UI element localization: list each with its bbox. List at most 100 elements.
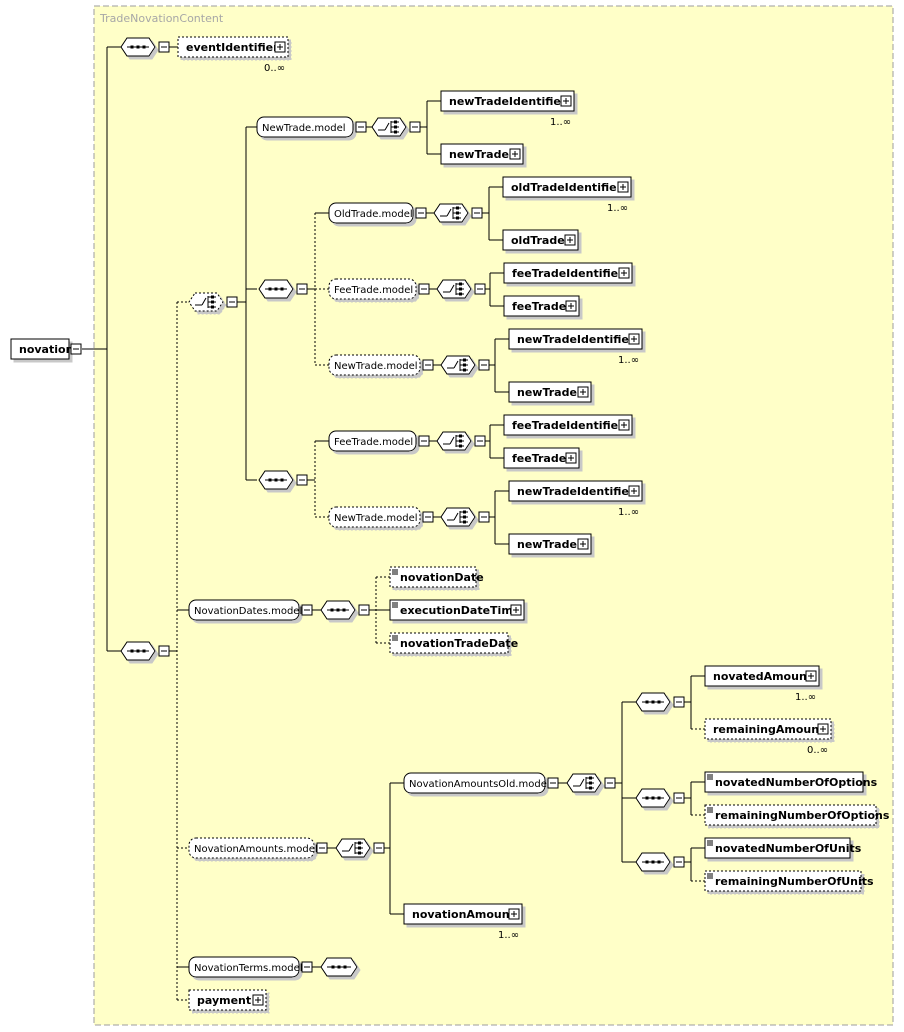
choice-icon[interactable] <box>436 279 472 299</box>
choice-icon[interactable] <box>440 507 476 527</box>
element-novatedNumberOfOptions[interactable]: novatedNumberOfOptions <box>704 771 878 793</box>
choice-icon[interactable] <box>371 117 407 137</box>
sequence-collapse-icon[interactable] <box>358 604 370 616</box>
novationAmount-expand-icon[interactable] <box>508 908 520 920</box>
NewTrade-collapse-icon[interactable] <box>422 511 434 523</box>
element-executionDateTime[interactable]: executionDateTime <box>389 599 525 621</box>
choice-collapse-icon[interactable] <box>478 511 490 523</box>
choice-collapse-icon[interactable] <box>471 207 483 219</box>
element-newTrade[interactable]: newTrade <box>508 381 592 403</box>
sequence-icon[interactable] <box>635 788 671 808</box>
sequence-icon[interactable] <box>320 600 356 620</box>
choice-icon[interactable] <box>440 355 476 375</box>
group-NewTrade[interactable]: NewTrade.model <box>328 354 421 376</box>
FeeTrade-collapse-icon[interactable] <box>418 435 430 447</box>
newTradeIdentifier-expand-icon[interactable] <box>628 485 640 497</box>
element-novationTradeDate[interactable]: novationTradeDate <box>389 632 518 654</box>
element-remainingNumberOfUnits[interactable]: remainingNumberOfUnits <box>704 870 874 892</box>
feeTradeIdentifier-expand-icon[interactable] <box>618 267 630 279</box>
group-NewTrade[interactable]: NewTrade.model <box>256 116 354 138</box>
group-NovationDates[interactable]: NovationDates.model <box>188 599 302 621</box>
sequence-collapse-icon[interactable] <box>296 283 308 295</box>
sequence-icon[interactable] <box>120 641 156 661</box>
element-payment[interactable]: payment <box>188 989 267 1011</box>
executionDateTime-expand-icon[interactable] <box>510 604 522 616</box>
newTrade-expand-icon[interactable] <box>509 148 521 160</box>
sequence-collapse-icon[interactable] <box>158 41 170 53</box>
NovationDates-collapse-icon[interactable] <box>301 604 313 616</box>
sequence-icon[interactable] <box>120 37 156 57</box>
sequence-icon[interactable] <box>635 852 671 872</box>
element-oldTrade[interactable]: oldTrade <box>502 229 579 251</box>
NovationTerms-collapse-icon[interactable] <box>301 961 313 973</box>
NovationAmounts-collapse-icon[interactable] <box>316 842 328 854</box>
group-label: OldTrade.model <box>334 209 413 220</box>
oldTrade-expand-icon[interactable] <box>564 234 576 246</box>
group-OldTrade[interactable]: OldTrade.model <box>328 202 414 224</box>
element-feeTradeIdentifier[interactable]: feeTradeIdentifier <box>503 262 633 284</box>
element-novatedNumberOfUnits[interactable]: novatedNumberOfUnits <box>704 837 862 859</box>
newTrade-expand-icon[interactable] <box>577 538 589 550</box>
sequence-icon[interactable] <box>320 957 358 977</box>
choice-icon[interactable] <box>188 292 224 312</box>
feeTradeIdentifier-expand-icon[interactable] <box>618 419 630 431</box>
newTradeIdentifier-expand-icon[interactable] <box>628 333 640 345</box>
NewTrade-collapse-icon[interactable] <box>355 121 367 133</box>
novatedAmount-expand-icon[interactable] <box>805 670 817 682</box>
sequence-icon[interactable] <box>635 692 671 712</box>
sequence-collapse-icon[interactable] <box>296 474 308 486</box>
group-NovationAmountsOld[interactable]: NovationAmountsOld.model <box>403 772 550 794</box>
group-NovationAmounts[interactable]: NovationAmounts.model <box>188 837 318 859</box>
element-newTrade[interactable]: newTrade <box>508 533 592 555</box>
payment-expand-icon[interactable] <box>252 994 264 1006</box>
choice-collapse-icon[interactable] <box>226 296 238 308</box>
choice-collapse-icon[interactable] <box>474 435 486 447</box>
sequence-collapse-icon[interactable] <box>673 792 685 804</box>
sequence-icon[interactable] <box>258 470 294 490</box>
element-feeTradeIdentifier[interactable]: feeTradeIdentifier <box>503 414 633 436</box>
choice-collapse-icon[interactable] <box>604 777 616 789</box>
feeTrade-expand-icon[interactable] <box>565 300 577 312</box>
choice-icon[interactable] <box>335 838 371 858</box>
element-feeTrade[interactable]: feeTrade <box>503 447 580 469</box>
remainingAmount-expand-icon[interactable] <box>817 723 829 735</box>
choice-collapse-icon[interactable] <box>478 359 490 371</box>
novation-collapse-icon[interactable] <box>70 343 82 355</box>
group-FeeTrade[interactable]: FeeTrade.model <box>328 278 417 300</box>
group-NewTrade[interactable]: NewTrade.model <box>328 506 421 528</box>
oldTradeIdentifier-expand-icon[interactable] <box>617 181 629 193</box>
NewTrade-collapse-icon[interactable] <box>422 359 434 371</box>
FeeTrade-collapse-icon[interactable] <box>418 283 430 295</box>
feeTrade-expand-icon[interactable] <box>565 452 577 464</box>
group-NovationTerms[interactable]: NovationTerms.model <box>188 956 303 978</box>
element-novation[interactable]: novation <box>10 338 73 360</box>
OldTrade-collapse-icon[interactable] <box>415 207 427 219</box>
NovationAmountsOld-collapse-icon[interactable] <box>547 777 559 789</box>
newTrade-expand-icon[interactable] <box>577 386 589 398</box>
choice-icon[interactable] <box>433 203 469 223</box>
choice-collapse-icon[interactable] <box>409 121 421 133</box>
sequence-collapse-icon[interactable] <box>158 645 170 657</box>
element-remainingNumberOfOptions[interactable]: remainingNumberOfOptions <box>704 804 890 826</box>
sequence-icon[interactable] <box>258 279 294 299</box>
sequence-collapse-icon[interactable] <box>673 696 685 708</box>
choice-collapse-icon[interactable] <box>373 842 385 854</box>
element-feeTrade[interactable]: feeTrade <box>503 295 580 317</box>
element-newTrade[interactable]: newTrade <box>440 143 524 165</box>
sequence-collapse-icon[interactable] <box>673 856 685 868</box>
choice-collapse-icon[interactable] <box>474 283 486 295</box>
newTradeIdentifier-expand-icon[interactable] <box>560 95 572 107</box>
choice-icon[interactable] <box>566 773 602 793</box>
eventIdentifier-expand-icon[interactable] <box>274 41 286 53</box>
group-FeeTrade[interactable]: FeeTrade.model <box>328 430 417 452</box>
element-novationDate[interactable]: novationDate <box>389 566 484 588</box>
choice-icon[interactable] <box>436 431 472 451</box>
